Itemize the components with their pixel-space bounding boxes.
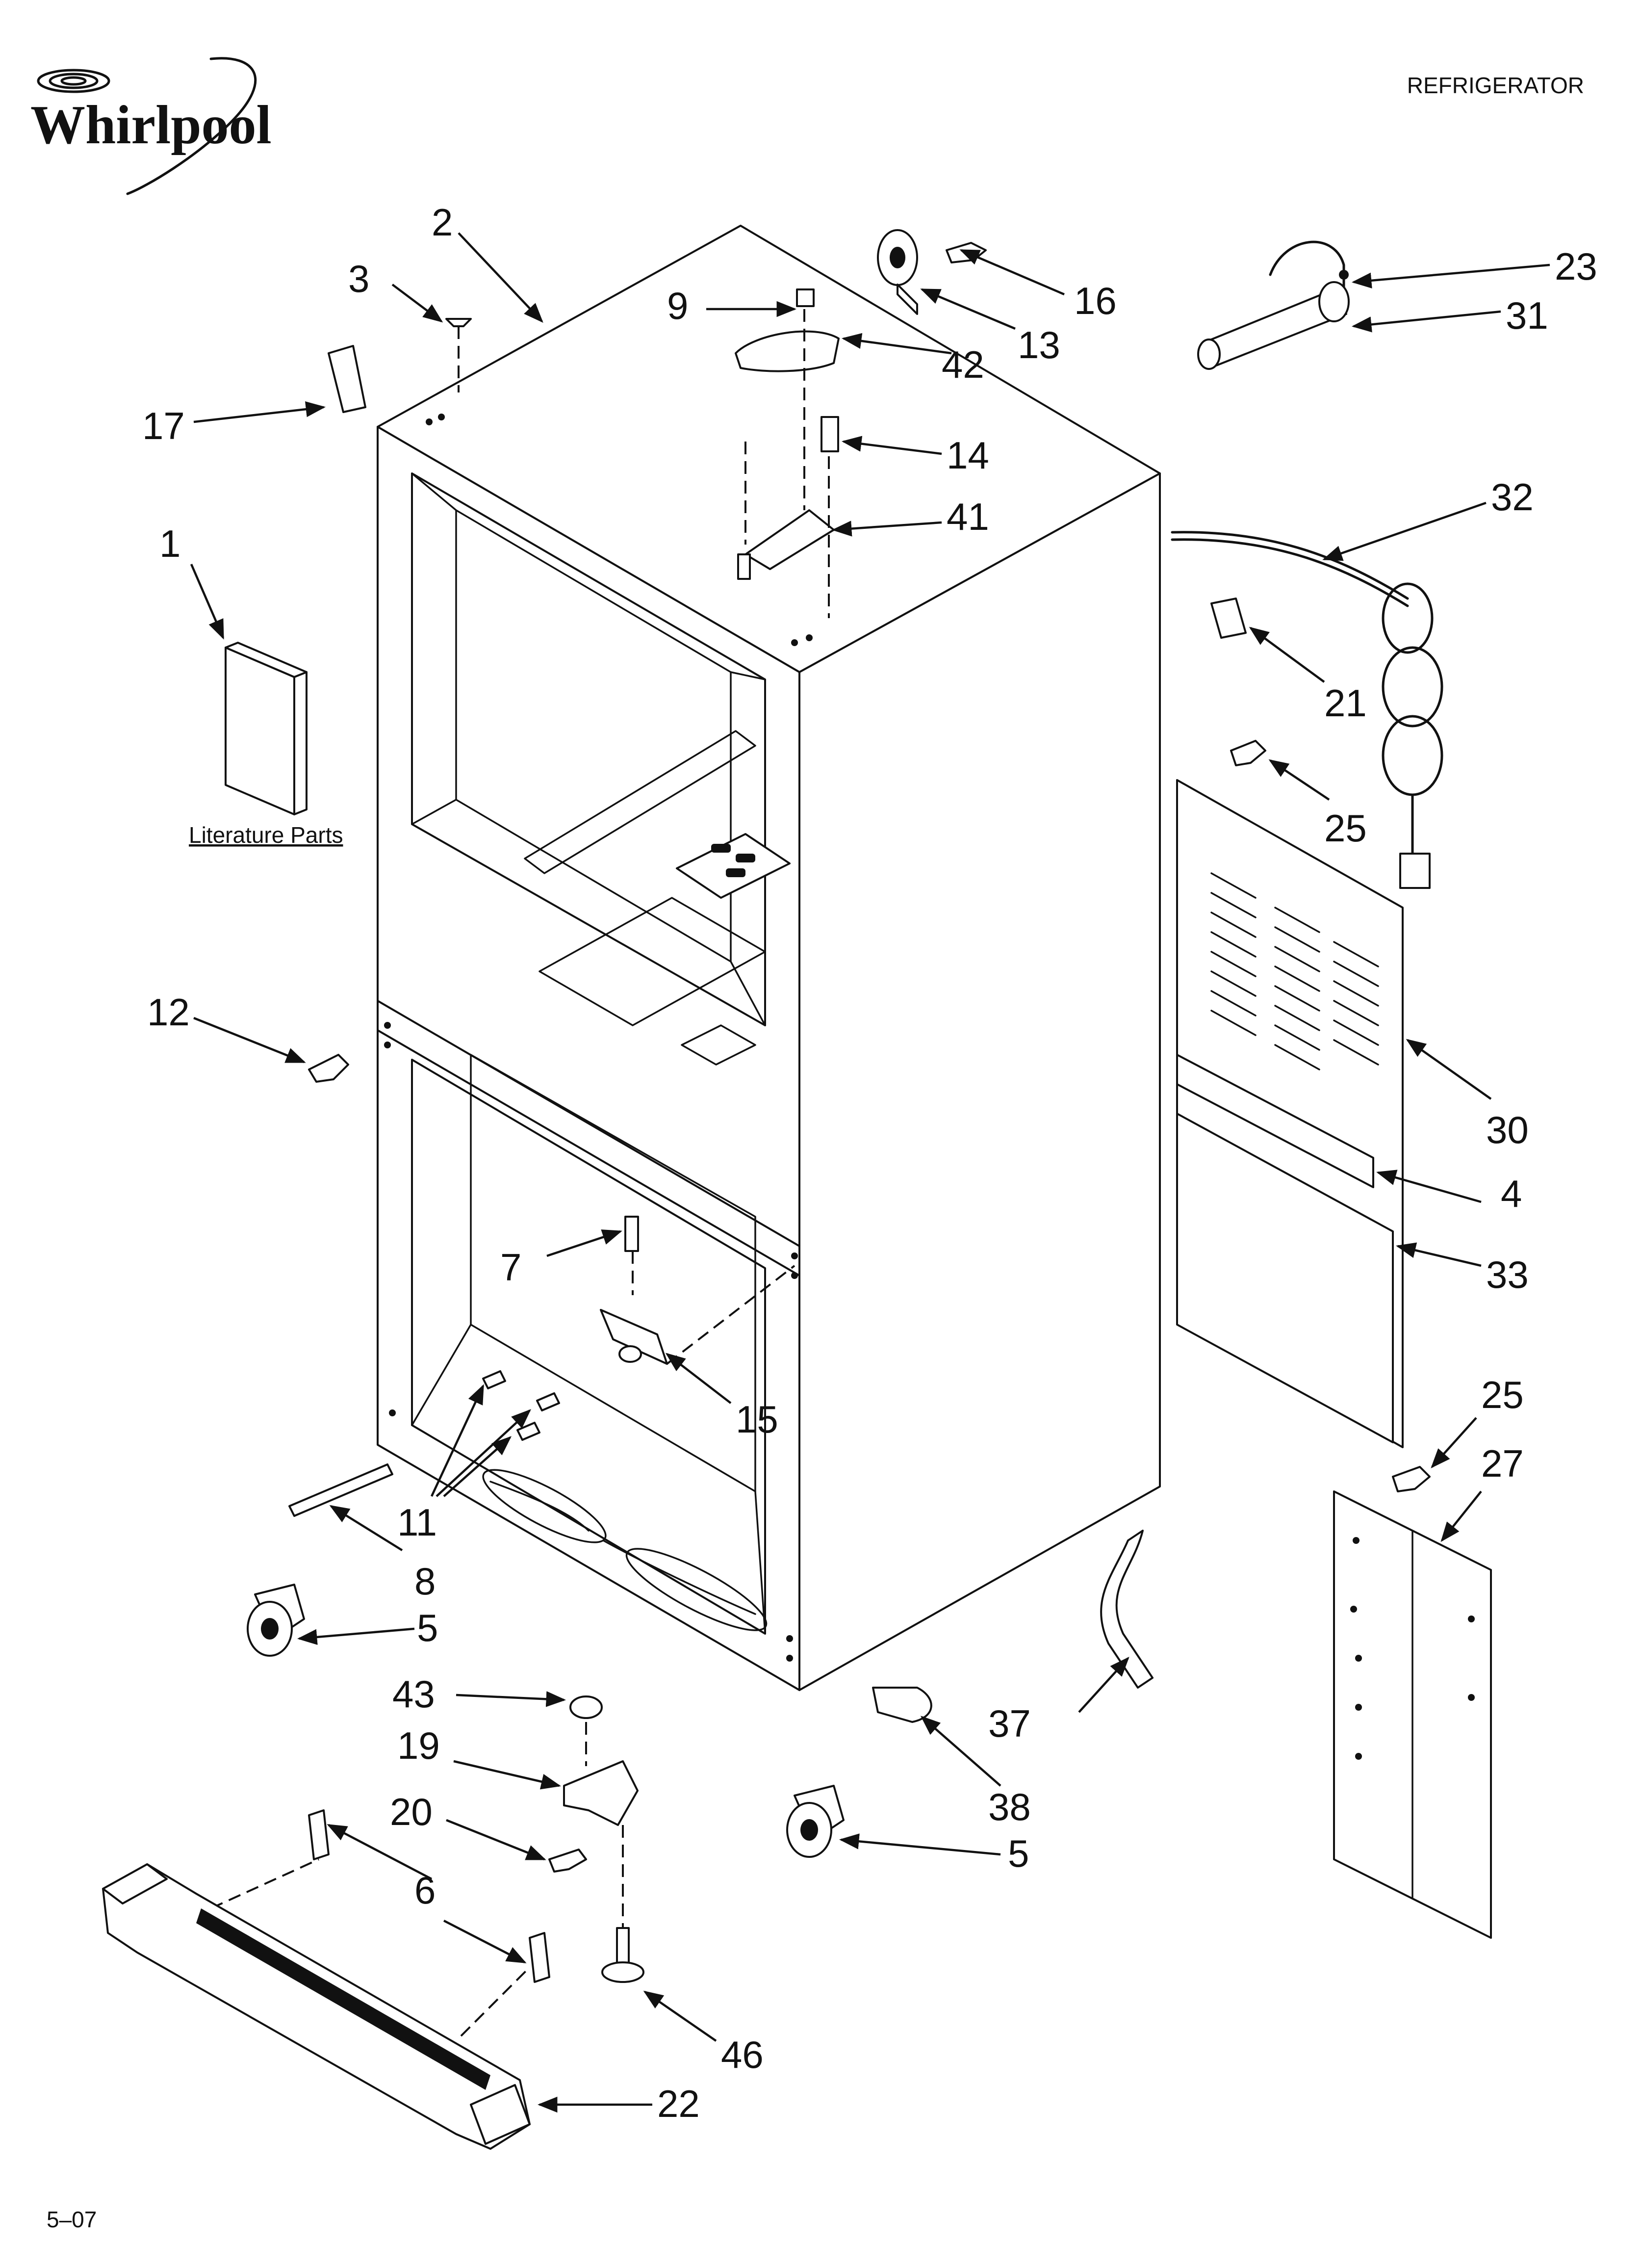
callout-32: 32 (1491, 475, 1534, 519)
hinge-cover (735, 330, 840, 372)
callout-22: 22 (657, 2082, 700, 2125)
callout-27: 27 (1481, 1442, 1524, 1485)
callout-42: 42 (942, 343, 984, 386)
screw-25-lower (1392, 1466, 1431, 1492)
callout-6: 6 (414, 1869, 436, 1912)
callout-3: 3 (348, 257, 369, 300)
callout-1: 1 (159, 522, 180, 565)
tape-17 (328, 345, 366, 413)
callout-25-lower: 25 (1481, 1373, 1524, 1416)
drain-tube-37 (1100, 1530, 1154, 1689)
power-cord-32 (1171, 531, 1443, 889)
swirl-icon (37, 57, 257, 195)
callout-8: 8 (414, 1560, 436, 1603)
product-title: REFRIGERATOR (1407, 73, 1584, 98)
water-tube-23-31 (1197, 240, 1350, 370)
caster-left (247, 1584, 305, 1657)
callout-41: 41 (947, 495, 989, 538)
insulation-33 (1176, 1113, 1394, 1443)
whirlpool-logo: Whirlpool (30, 57, 272, 195)
strip-4 (1176, 1054, 1374, 1188)
callout-5-left: 5 (417, 1606, 438, 1649)
callout-46: 46 (721, 2033, 764, 2076)
callout-4: 4 (1501, 1172, 1522, 1215)
callout-14: 14 (947, 434, 989, 477)
callout-37: 37 (988, 1702, 1031, 1745)
callout-15: 15 (736, 1398, 778, 1441)
panel-27 (1333, 1490, 1492, 1939)
callout-12: 12 (147, 991, 190, 1034)
hinge-screw-9 (796, 288, 815, 307)
callout-5-right: 5 (1008, 1832, 1029, 1875)
callout-17: 17 (142, 404, 185, 447)
brand-wordmark: Whirlpool (30, 95, 272, 156)
clip-21 (1210, 598, 1247, 639)
callout-23: 23 (1555, 245, 1597, 288)
callout-2: 2 (432, 201, 453, 244)
screw-12 (308, 1054, 349, 1083)
bolt-8 (288, 1463, 393, 1517)
callout-11: 11 (397, 1501, 437, 1544)
callout-25-upper: 25 (1324, 807, 1367, 850)
callout-20: 20 (390, 1790, 433, 1833)
screw-25-upper (1230, 740, 1266, 766)
top-hinge-assembly (735, 288, 840, 618)
hinge-screw-14 (821, 416, 839, 452)
callout-30: 30 (1486, 1108, 1529, 1151)
part-13-hinge (877, 229, 918, 315)
leader-lines (190, 232, 1550, 2113)
cabinet-shell (377, 225, 1161, 1691)
callout-31: 31 (1506, 294, 1548, 337)
callout-16: 16 (1074, 279, 1117, 322)
callout-33: 33 (1486, 1253, 1529, 1296)
callout-9: 9 (667, 284, 688, 327)
clamp-38 (872, 1687, 932, 1723)
callout-7: 7 (500, 1246, 521, 1289)
callout-21: 21 (1324, 681, 1367, 725)
callout-19: 19 (397, 1724, 440, 1767)
date-code: 5–07 (47, 2207, 97, 2232)
caster-right (786, 1785, 845, 1858)
callout-13: 13 (1018, 323, 1060, 366)
lower-hinge-parts (288, 1216, 795, 1517)
callout-43: 43 (392, 1672, 435, 1716)
literature-parts-label: Literature Parts (189, 822, 343, 848)
leveling-assembly (548, 1695, 644, 1983)
toe-grille-22 (102, 1809, 550, 2150)
top-screw-3 (445, 318, 472, 392)
callout-38: 38 (988, 1785, 1031, 1828)
literature-book (225, 642, 308, 815)
callout-numbers: 1 2 3 4 5 5 6 7 8 9 11 12 13 14 15 16 17… (142, 201, 1597, 2125)
hinge-pin (737, 553, 751, 580)
